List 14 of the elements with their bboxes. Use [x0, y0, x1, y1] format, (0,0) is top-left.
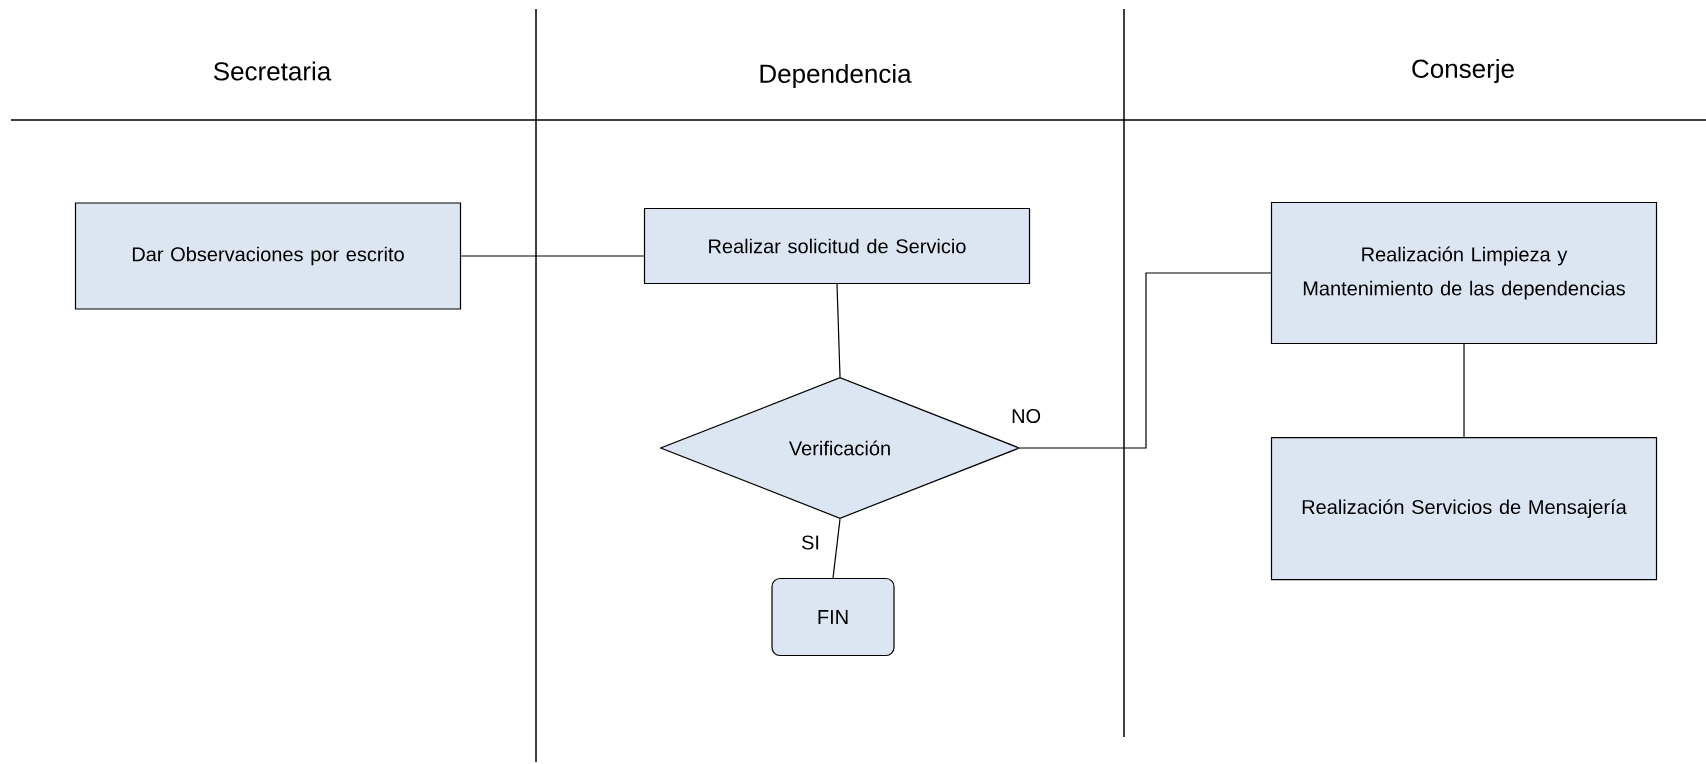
- lane-header: Secretaria: [213, 61, 332, 81]
- connector-line: [1463, 343, 1465, 438]
- lane-header: Dependencia: [760, 63, 912, 89]
- lane-header: Conserje: [1412, 58, 1514, 84]
- process-box: Dar Observaciones por escrito: [74, 202, 462, 310]
- connector-line: [832, 518, 841, 579]
- connector-line: [836, 283, 841, 378]
- connector-line: [1019, 272, 1272, 449]
- edge-label: SI: [799, 533, 822, 552]
- connector-line: [460, 255, 645, 257]
- process-box: Realizar solicitud de Servicio: [643, 207, 1031, 285]
- process-box: Realización Servicios de Mensajería: [1270, 437, 1658, 581]
- process-box: Realización Limpieza y Mantenimiento de las dependencias: [1270, 201, 1658, 345]
- terminator-box: FIN: [771, 577, 895, 657]
